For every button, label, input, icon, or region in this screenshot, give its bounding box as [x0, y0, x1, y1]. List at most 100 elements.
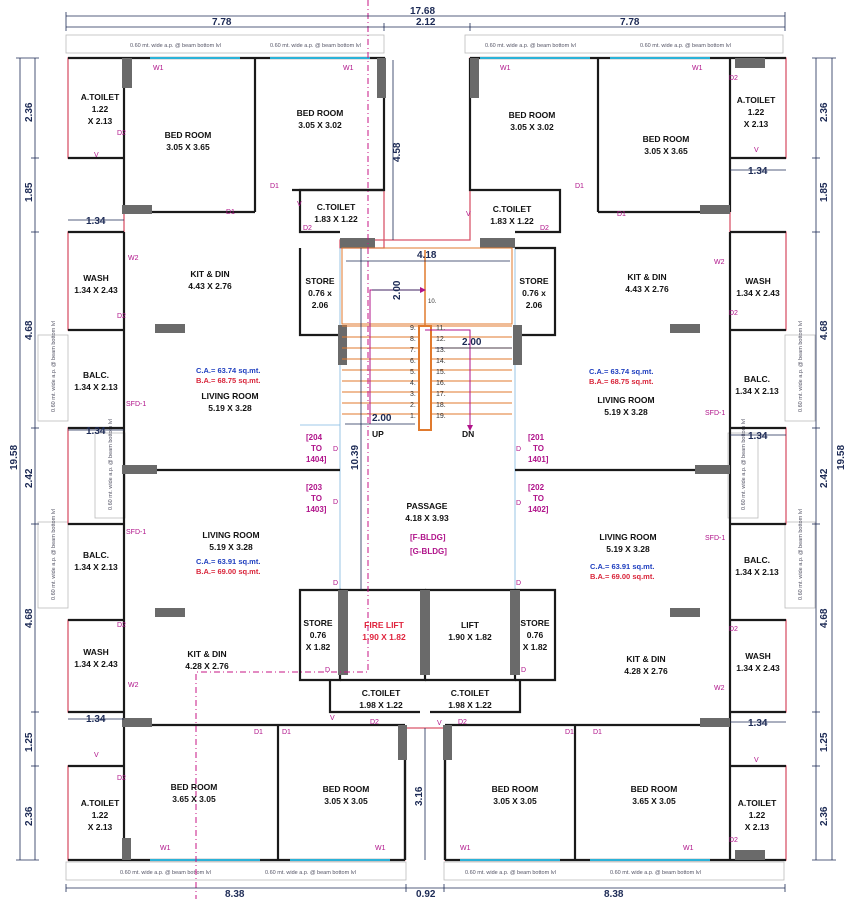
room-size: 3.65 X 3.05 — [632, 796, 676, 806]
dim-wash-bl: 1.34 — [86, 714, 106, 725]
room-size: 3.05 X 3.65 — [644, 146, 688, 156]
stair-up-label: UP — [372, 429, 384, 439]
unit-range: [203 — [306, 483, 323, 492]
beam-note: 0.60 mt. wide a.p. @ beam bottom lvl — [270, 43, 361, 49]
door-tag: D — [516, 580, 521, 587]
room-size: 1.22 — [92, 810, 109, 820]
window-tag: W1 — [153, 65, 164, 72]
unit-range: TO — [311, 444, 322, 453]
built-area-top-left: B.A.= 68.75 sq.mt. — [196, 376, 260, 385]
dimension-lines — [19, 15, 833, 889]
sliding-door-tag: SFD-1 — [126, 529, 146, 536]
beam-note: 0.60 mt. wide a.p. @ beam bottom lvl — [465, 870, 556, 876]
room-name: WASH — [745, 276, 771, 286]
dim-bottom-left-width: 8.38 — [225, 889, 245, 899]
room-size: 1.34 X 2.43 — [74, 659, 118, 669]
dim-overall-width: 17.68 — [410, 6, 435, 17]
dim-shaft-mid: 10.39 — [350, 445, 361, 470]
stair-step-number: 6. — [410, 358, 416, 365]
carpet-area-top-left: C.A.= 63.74 sq.mt. — [196, 366, 260, 375]
stair-step-number: 19. — [436, 413, 446, 420]
stair-step-number: 8. — [410, 336, 416, 343]
beam-note-vertical: 0.60 mt. wide a.p. @ beam bottom lvl — [798, 509, 804, 600]
vent-tag: V — [330, 715, 335, 722]
sliding-door-tag: SFD-1 — [126, 401, 146, 408]
room-name: A.TOILET — [737, 95, 776, 105]
room-name: BED ROOM — [509, 110, 556, 120]
door-tag: D1 — [270, 183, 279, 190]
room-size: 1.34 X 2.43 — [736, 288, 780, 298]
room-name: STORE — [303, 618, 332, 628]
room-name: STORE — [519, 276, 548, 286]
room-size: 3.05 X 3.02 — [510, 122, 554, 132]
beam-note: 0.60 mt. wide a.p. @ beam bottom lvl — [640, 43, 731, 49]
stair-step-number: 3. — [410, 391, 416, 398]
dim-left-mid: 2.42 — [24, 468, 35, 488]
room-size: 3.05 X 3.05 — [493, 796, 537, 806]
unit-range: 1404] — [306, 455, 327, 464]
room-name: C.TOILET — [317, 202, 356, 212]
unit-range: TO — [311, 494, 322, 503]
stair-landing — [341, 247, 513, 325]
beam-note: 0.60 mt. wide a.p. @ beam bottom lvl — [265, 870, 356, 876]
dim-right-living-2: 4.68 — [819, 608, 830, 628]
room-name: BED ROOM — [165, 130, 212, 140]
stair-step-number: 5. — [410, 369, 416, 376]
dim-right-living: 4.68 — [819, 320, 830, 340]
beam-strips — [37, 34, 816, 881]
room-name: BED ROOM — [171, 782, 218, 792]
stair-step-number: 9. — [410, 325, 416, 332]
beam-note: 0.60 mt. wide a.p. @ beam bottom lvl — [120, 870, 211, 876]
stair-step-number: 14. — [436, 358, 446, 365]
door-tag: D2 — [117, 622, 126, 629]
room-name: STORE — [520, 618, 549, 628]
door-tag: D1 — [617, 211, 626, 218]
room-name: LIFT — [461, 620, 480, 630]
stair-step-number: 15. — [436, 369, 446, 376]
unit-ranges: [204 TO 1404] [203 TO 1403] [201 TO 1401… — [306, 433, 549, 556]
room-size: 0.76 x — [308, 288, 332, 298]
unit-range: 1403] — [306, 505, 327, 514]
room-size: 4.28 X 2.76 — [624, 666, 668, 676]
door-tag: D — [333, 499, 338, 506]
carpet-area-top-right: C.A.= 63.74 sq.mt. — [589, 367, 653, 376]
door-tag: D — [516, 500, 521, 507]
room-size: 1.83 X 1.22 — [314, 214, 358, 224]
room-size: 1.98 X 1.22 — [448, 700, 492, 710]
dim-bottom-right-width: 8.38 — [604, 889, 624, 899]
room-size: X 1.82 — [523, 642, 548, 652]
door-tag: D1 — [575, 183, 584, 190]
room-name: WASH — [83, 647, 109, 657]
room-name: PASSAGE — [407, 501, 448, 511]
room-name: STORE — [305, 276, 334, 286]
room-labels: A.TOILET 1.22 X 2.13 BED ROOM 3.05 X 3.6… — [74, 92, 780, 832]
dim-stair-landing: 2.00 — [392, 280, 403, 300]
room-size: 1.34 X 2.13 — [735, 567, 779, 577]
unit-range: [202 — [528, 483, 545, 492]
door-tag: D2 — [370, 719, 379, 726]
unit-range: TO — [533, 494, 544, 503]
stair-step-number: 18. — [436, 402, 446, 409]
room-size: 5.19 X 3.28 — [209, 542, 253, 552]
door-tag: D2 — [729, 837, 738, 844]
room-size: 1.90 X 1.82 — [362, 632, 406, 642]
dim-wash-tl: 1.34 — [86, 216, 106, 227]
beam-note: 0.60 mt. wide a.p. @ beam bottom lvl — [485, 43, 576, 49]
room-name: BED ROOM — [631, 784, 678, 794]
dim-left-gap: 1.85 — [24, 182, 35, 202]
room-name: BALC. — [744, 555, 770, 565]
door-tag: D2 — [729, 75, 738, 82]
stair-handrail — [418, 325, 432, 431]
room-name: LIVING ROOM — [599, 532, 656, 542]
vent-tag: V — [94, 152, 99, 159]
room-name: LIVING ROOM — [201, 391, 258, 401]
window-tag: W2 — [714, 685, 725, 692]
room-name: BALC. — [83, 550, 109, 560]
door-tag: D1 — [226, 209, 235, 216]
window-tag: W2 — [714, 259, 725, 266]
window-tag: W1 — [692, 65, 703, 72]
dim-top-center-width: 2.12 — [416, 17, 436, 28]
stair-down-label: DN — [462, 429, 474, 439]
window-tag: W1 — [460, 845, 471, 852]
